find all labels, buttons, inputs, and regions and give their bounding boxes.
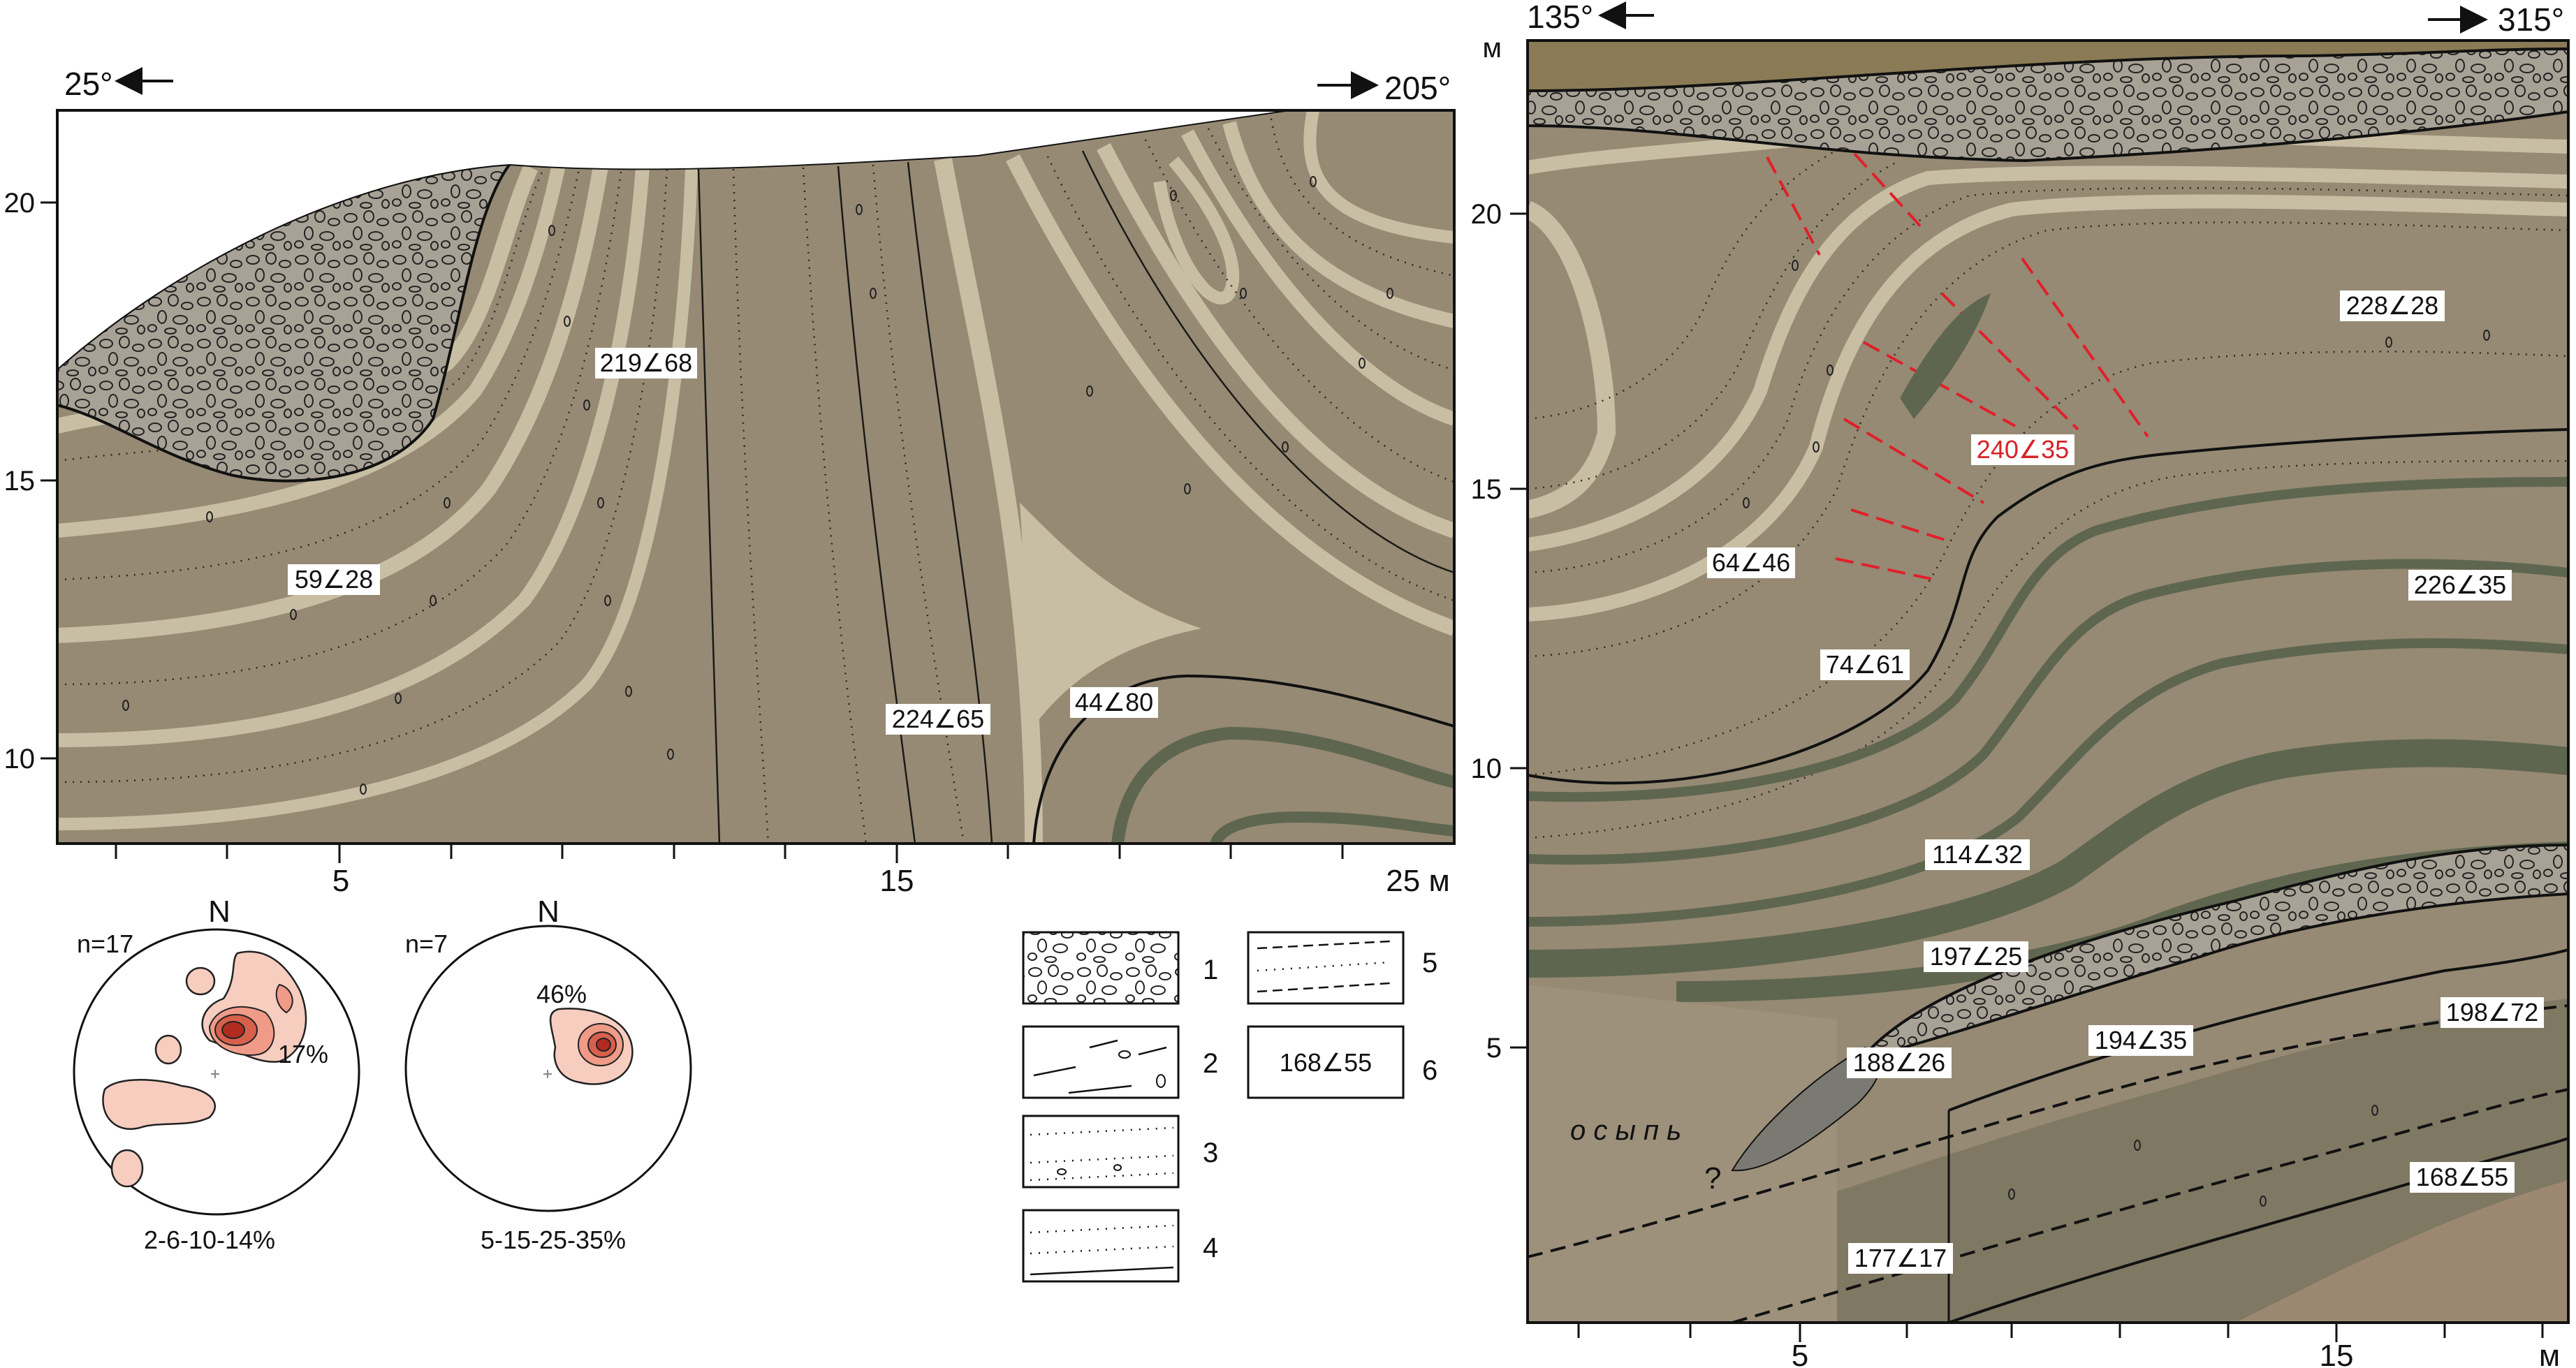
stereonet-2-peak: 46%: [536, 980, 587, 1008]
measurement-168-55: 168∠55: [2416, 1163, 2508, 1191]
svg-text:1: 1: [1203, 955, 1218, 985]
left-solid-contacts: [697, 150, 1454, 844]
right-dir-east: 315°: [2498, 1, 2564, 38]
stereonet-1-north: N: [208, 895, 230, 929]
left-dir-west: 25°: [64, 66, 113, 102]
scree-question-mark: ?: [1704, 1161, 1721, 1196]
right-scree: [1528, 985, 1837, 1323]
left-dir-east: 205°: [1384, 70, 1451, 106]
measurement-59-28: 59∠28: [295, 565, 373, 594]
right-x-tick-5: 5: [1792, 1339, 1808, 1368]
scree-label: о с ы п ь: [1570, 1115, 1681, 1146]
stereonet-1: N n=17 17% 2-6-10-14%: [73, 895, 360, 1254]
svg-text:2: 2: [1203, 1048, 1218, 1079]
left-x-tick-15: 15: [880, 864, 914, 898]
right-y-tick-20: 20: [1471, 199, 1502, 230]
right-main-contact: [1528, 428, 2568, 785]
right-x-unit: м: [2539, 1339, 2560, 1368]
legend-sample-measurement: 168∠55: [1280, 1048, 1372, 1077]
right-measurement-labels: 240∠35 228∠28 64∠46 226∠35 74∠61 114∠32 …: [1707, 290, 2544, 1274]
right-frame: [1526, 39, 2570, 1324]
right-y-axis: [1510, 212, 1528, 1049]
measurement-228-28: 228∠28: [2346, 291, 2438, 320]
svg-text:5: 5: [1422, 948, 1437, 978]
right-x-tick-15: 15: [2320, 1339, 2354, 1368]
left-cross-section: 25° 205°: [4, 66, 1456, 898]
measurement-194-35: 194∠35: [2095, 1026, 2187, 1054]
measurement-198-72: 198∠72: [2446, 998, 2538, 1027]
stereonet-1-n: n=17: [77, 929, 133, 958]
measurement-114-32: 114∠32: [1932, 840, 2023, 869]
right-y-tick-15: 15: [1471, 474, 1502, 505]
left-y-tick-20: 20: [4, 188, 36, 219]
left-y-tick-10: 10: [4, 744, 36, 774]
left-fold-boundary: [1032, 674, 1454, 844]
left-measurement-labels: 219∠68 59∠28 224∠65 44∠80: [288, 348, 1158, 735]
legend-item-5: 5: [1247, 931, 1437, 1005]
left-light-wedge: [1020, 503, 1201, 726]
stereonet-2-contours: 5-15-25-35%: [481, 1226, 626, 1254]
svg-text:3: 3: [1203, 1138, 1218, 1168]
right-direction-labels: 135° 315°: [1527, 0, 2564, 38]
measurement-219-68: 219∠68: [600, 348, 692, 377]
measurement-240-35: 240∠35: [1977, 435, 2069, 464]
measurement-74-61: 74∠61: [1826, 650, 1904, 679]
left-y-tick-15: 15: [4, 466, 36, 497]
measurement-224-65: 224∠65: [892, 705, 984, 733]
measurement-44-80: 44∠80: [1075, 688, 1153, 716]
left-y-axis: 20 15 10: [4, 188, 57, 774]
left-x-tick-5: 5: [332, 864, 349, 898]
left-dark-bands: [1111, 726, 1454, 844]
measurement-197-25: 197∠25: [1930, 942, 2022, 971]
stereonet-1-peak: 17%: [278, 1040, 328, 1068]
stereonet-2-north: N: [537, 895, 559, 929]
legend-item-3: 3: [1022, 1115, 1218, 1189]
right-solid-contacts: [1947, 948, 2568, 1323]
legend-item-1: 1: [1022, 931, 1218, 1005]
right-dark-lens: [1900, 293, 1991, 419]
left-direction-labels: 25° 205°: [64, 66, 1451, 106]
right-gravel-lower: [1870, 843, 2568, 1057]
right-y-tick-5: 5: [1486, 1033, 1502, 1064]
svg-text:4: 4: [1203, 1233, 1218, 1263]
svg-text:6: 6: [1422, 1055, 1437, 1086]
right-y-tick-10: 10: [1471, 753, 1502, 784]
right-lower-brown-unit: [2235, 1180, 2568, 1323]
measurement-177-17: 177∠17: [1854, 1244, 1947, 1272]
left-pebbles: [122, 176, 1393, 795]
legend-item-4: 4: [1022, 1209, 1218, 1283]
right-x-axis: [1577, 1323, 2544, 1342]
measurement-226-35: 226∠35: [2414, 571, 2506, 599]
left-x-axis: [115, 844, 1344, 863]
right-pebbles: [1743, 260, 2490, 1207]
legend-item-2: 2: [1022, 1025, 1218, 1099]
right-dashed-contacts: [1528, 1004, 2568, 1323]
stereonet-1-contours: 2-6-10-14%: [144, 1226, 275, 1254]
right-cross-section: 135° 315°: [1471, 0, 2570, 1368]
right-dir-west: 135°: [1527, 0, 1593, 35]
stereonet-2: N n=7 46% 5-15-25-35%: [404, 895, 692, 1254]
right-y-unit: м: [1483, 33, 1502, 64]
stereonet-2-n: n=7: [405, 929, 448, 958]
measurement-188-26: 188∠26: [1853, 1048, 1945, 1077]
measurement-64-46: 64∠46: [1712, 548, 1790, 577]
left-light-bands: [57, 110, 1454, 844]
left-x-tick-25: 25 м: [1386, 864, 1449, 898]
legend-item-6: 168∠55 6: [1247, 1025, 1437, 1099]
legend: 1 2 3 4 5 168∠5: [1022, 931, 1437, 1283]
